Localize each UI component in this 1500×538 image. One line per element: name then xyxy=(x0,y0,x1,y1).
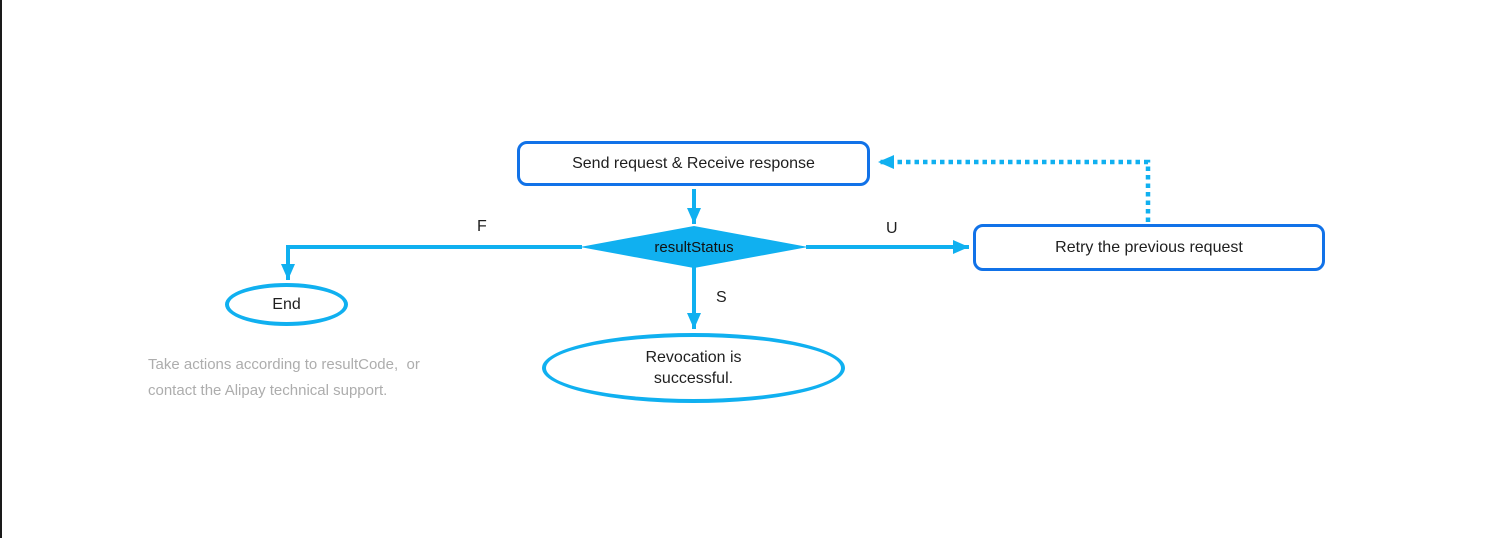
node-result-status: resultStatus xyxy=(580,226,808,268)
decision-diamond xyxy=(580,226,808,268)
node-send-request-label: Send request & Receive response xyxy=(572,154,815,172)
page-left-border xyxy=(0,0,2,538)
node-result-status-label: resultStatus xyxy=(654,238,734,256)
node-retry-request-label: Retry the previous request xyxy=(1055,238,1243,256)
edge-label-f: F xyxy=(477,218,487,235)
edge-label-u: U xyxy=(886,220,898,237)
node-end: End xyxy=(225,283,348,326)
node-retry-request: Retry the previous request xyxy=(973,224,1325,271)
connector-decision-to-end xyxy=(281,245,582,280)
node-revocation-successful-line2: successful. xyxy=(653,370,734,387)
node-revocation-successful-line1: Revocation is xyxy=(645,349,742,366)
node-send-request: Send request & Receive response xyxy=(517,141,870,186)
footnote-result-code: Take actions according to resultCode, or… xyxy=(148,352,420,404)
node-end-label: End xyxy=(272,296,301,313)
footnote-line-1: Take actions according to resultCode, or xyxy=(148,356,420,373)
footnote-line-2: contact the Alipay technical support. xyxy=(148,382,388,399)
edge-label-s: S xyxy=(716,289,727,306)
connector-retry-to-send-dotted xyxy=(878,155,1151,222)
node-revocation-successful: Revocation is successful. xyxy=(542,333,845,403)
